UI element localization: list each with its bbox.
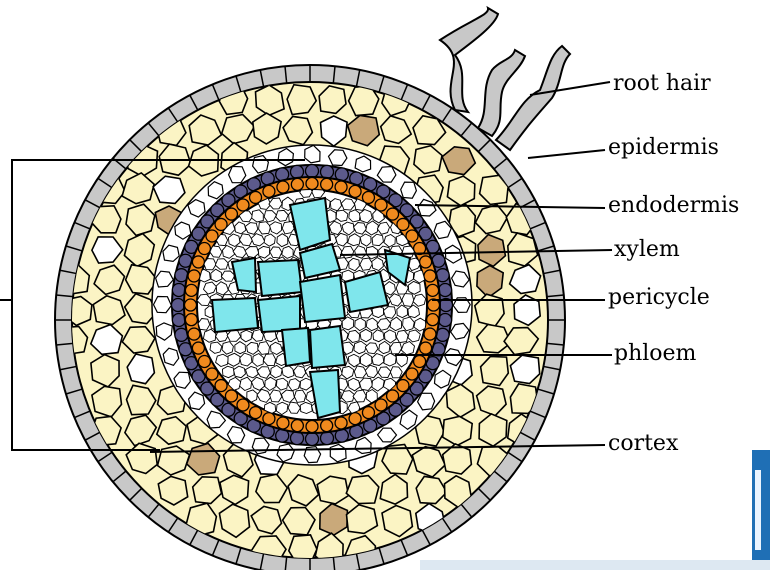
- leader-epidermis: [528, 150, 605, 158]
- label-phloem: phloem: [614, 341, 697, 366]
- label-root-hair: root hair: [613, 71, 711, 96]
- label-cortex: cortex: [608, 431, 679, 456]
- label-epidermis: epidermis: [608, 135, 719, 160]
- label-xylem: xylem: [614, 237, 680, 262]
- label-endodermis: endodermis: [608, 193, 739, 218]
- label-pericycle: pericycle: [608, 285, 710, 310]
- labels: root hair epidermis endodermis xylem per…: [608, 71, 739, 456]
